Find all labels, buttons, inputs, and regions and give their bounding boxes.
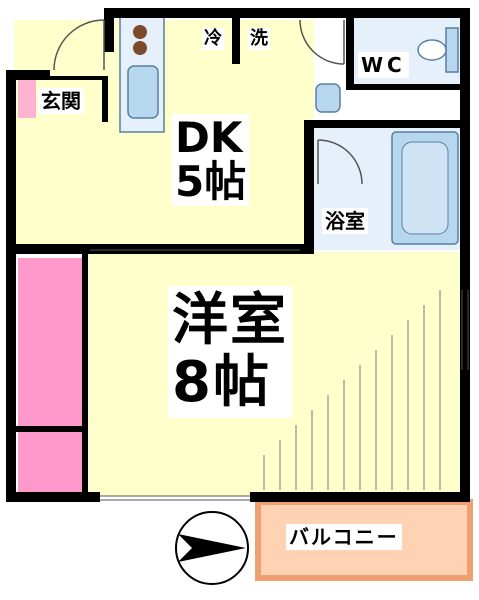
dk-name: DK [175, 113, 243, 162]
western-room-label: 洋室 8帖 [168, 286, 292, 418]
toilet-tank [445, 27, 459, 73]
western-room-size: 8帖 [172, 350, 271, 415]
stove-burner [133, 41, 147, 55]
fridge-space-label: 冷 [202, 28, 224, 50]
closet-lower [18, 432, 82, 494]
walls [6, 8, 470, 502]
bathroom-label: 浴室 [322, 208, 368, 234]
balcony-label: バルコニー [286, 524, 402, 550]
bathtub-basin [401, 141, 449, 235]
washbasin [315, 83, 341, 113]
toilet-bowl [417, 39, 447, 61]
entrance-label: 玄関 [38, 88, 84, 114]
stove-burner [133, 25, 147, 39]
closet-upper [18, 258, 82, 426]
staircase-hatch [263, 290, 441, 490]
western-room-name: 洋室 [172, 288, 288, 353]
wc-label: WC [358, 52, 409, 78]
north-arrow-icon [175, 511, 249, 585]
dk-label: DK 5帖 [172, 113, 250, 206]
windows [90, 249, 469, 501]
entrance-floor [18, 80, 36, 118]
kitchen-sink [127, 65, 159, 119]
dk-size: 5帖 [175, 157, 247, 206]
washer-space-label: 洗 [248, 28, 270, 50]
doors [53, 19, 363, 185]
